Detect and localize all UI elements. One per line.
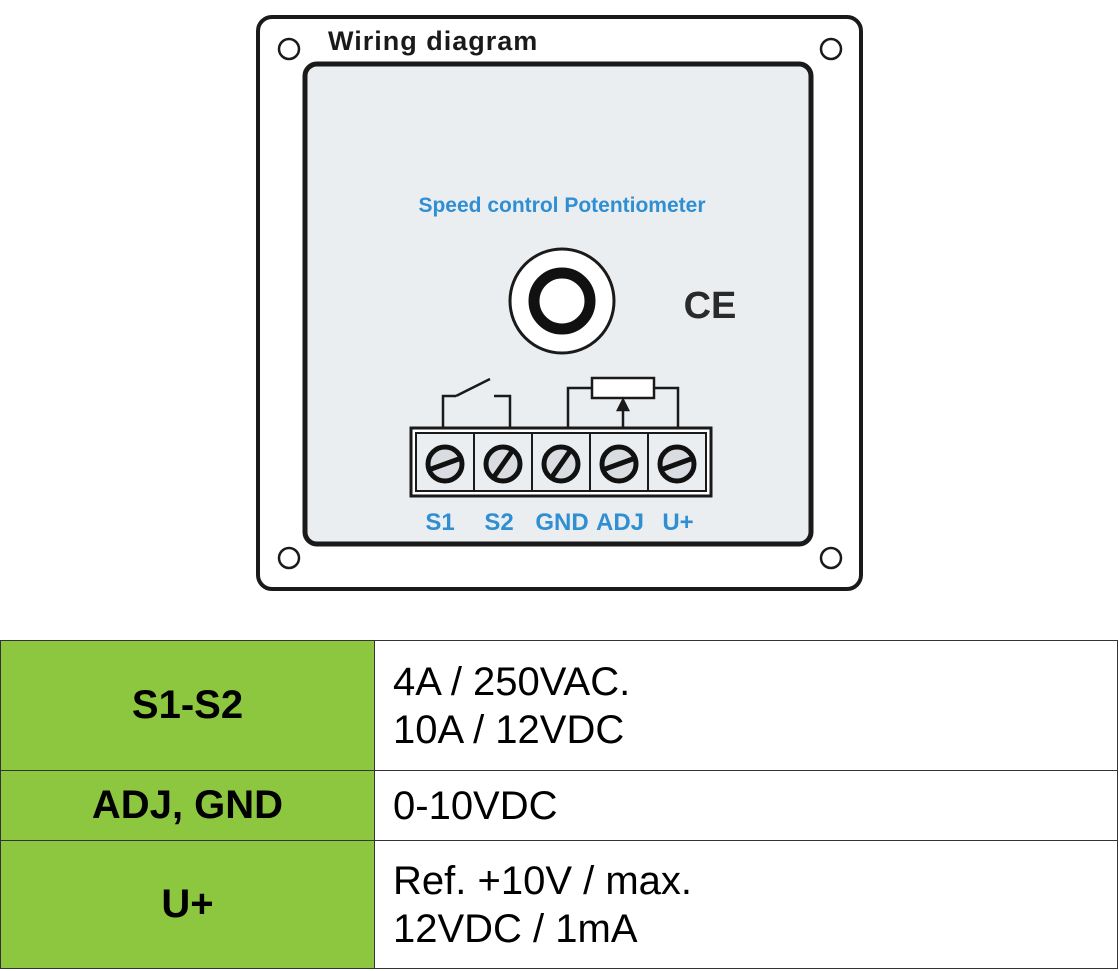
spec-key: S1-S2 <box>0 640 375 771</box>
wiring-diagram: Wiring diagram Speed control Potentiomet… <box>256 15 863 591</box>
terminal-screw-slot <box>662 456 692 472</box>
terminal-screw-slot <box>430 456 460 472</box>
switch-symbol-icon <box>441 377 512 430</box>
table-row: ADJ, GND 0-10VDC <box>0 770 1118 841</box>
ce-mark: CE <box>684 285 737 327</box>
spec-value-line: Ref. +10V / max. <box>393 858 693 903</box>
spec-value: 4A / 250VAC. 10A / 12VDC <box>374 640 1118 771</box>
spec-value-line: 12VDC / 1mA <box>393 906 638 951</box>
potentiometer-knob-icon <box>508 247 616 355</box>
terminal-screws <box>425 433 697 491</box>
diagram-title: Wiring diagram <box>328 26 538 56</box>
screw-hole-icon <box>277 37 301 61</box>
terminal-label-s1: S1 <box>425 509 454 536</box>
potentiometer-symbol-icon <box>566 376 680 430</box>
spec-value-line: 0-10VDC <box>393 783 558 828</box>
spec-value: Ref. +10V / max. 12VDC / 1mA <box>374 840 1118 969</box>
screw-hole-icon <box>277 546 301 570</box>
screw-hole-icon <box>819 546 843 570</box>
spec-value: 0-10VDC <box>374 770 1118 841</box>
table-row: U+ Ref. +10V / max. 12VDC / 1mA <box>0 840 1118 969</box>
diagram-subtitle: Speed control Potentiometer <box>418 194 705 217</box>
spec-key: ADJ, GND <box>0 770 375 841</box>
spec-table: S1-S2 4A / 250VAC. 10A / 12VDC ADJ, GND … <box>0 640 1118 969</box>
terminal-screw-slot <box>550 450 572 478</box>
spec-value-line: 10A / 12VDC <box>393 707 625 752</box>
screw-hole-icon <box>819 37 843 61</box>
table-row: S1-S2 4A / 250VAC. 10A / 12VDC <box>0 640 1118 771</box>
terminal-screw-slot <box>604 456 634 472</box>
terminal-label-adj: ADJ <box>596 509 644 536</box>
spec-key: U+ <box>0 840 375 969</box>
terminal-label-gnd: GND <box>535 509 588 536</box>
terminal-label-u-plus: U+ <box>662 509 693 536</box>
terminal-label-s2: S2 <box>484 509 513 536</box>
terminal-screw-slot <box>492 450 514 478</box>
spec-value-line: 4A / 250VAC. <box>393 659 631 704</box>
